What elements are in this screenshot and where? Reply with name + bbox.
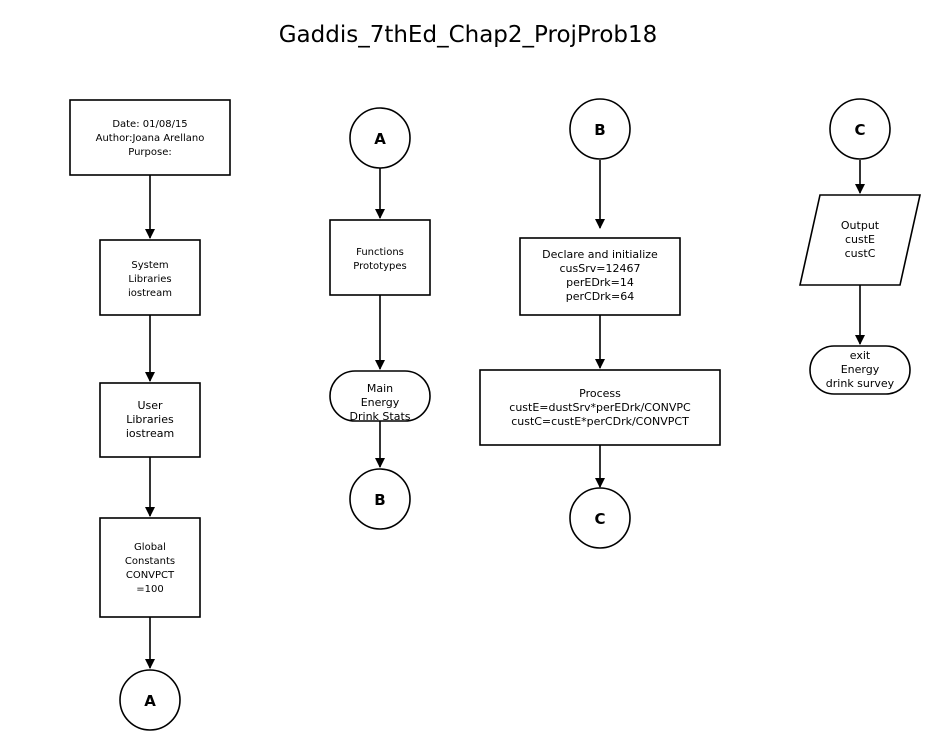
system-libraries-box: System Libraries iostream <box>99 239 201 316</box>
connector-c-out: C <box>569 487 631 549</box>
header-box-line: Purpose: <box>128 147 172 158</box>
header-box-line: Date: 01/08/15 <box>112 119 187 130</box>
connector-c-in-label: C <box>854 121 865 139</box>
connector-a-in: A <box>349 107 411 169</box>
output-parallelogram: Output custE custC <box>799 194 921 286</box>
user-libraries-line: User <box>137 399 163 412</box>
main-terminal-line: Energy <box>361 396 400 409</box>
function-prototypes-box: Functions Prototypes <box>329 219 431 296</box>
output-box-line: custE <box>845 233 875 246</box>
header-box-line: Author:Joana Arellano <box>96 133 205 144</box>
connector-c-out-label: C <box>594 510 605 528</box>
connector-a-in-label: A <box>374 130 386 148</box>
declare-box-line: perEDrk=14 <box>566 276 634 289</box>
system-libraries-line: System <box>131 260 168 271</box>
system-libraries-line: Libraries <box>128 274 171 285</box>
declare-box: Declare and initialize cusSrv=12467 perE… <box>519 237 681 316</box>
declare-box-line: cusSrv=12467 <box>560 262 641 275</box>
main-terminal: Main Energy Drink Stats <box>329 370 431 423</box>
connector-a-out: A <box>119 669 181 731</box>
output-box-line: custC <box>845 247 876 260</box>
edges <box>145 160 865 669</box>
exit-terminal: exit Energy drink survey <box>809 345 911 395</box>
global-constants-box: Global Constants CONVPCT =100 <box>99 517 201 618</box>
output-box-line: Output <box>841 219 880 232</box>
global-constants-line: =100 <box>136 584 163 595</box>
main-terminal-line: Main <box>367 382 393 395</box>
declare-box-line: perCDrk=64 <box>566 290 635 303</box>
declare-box-line: Declare and initialize <box>542 248 658 261</box>
user-libraries-line: Libraries <box>126 413 174 426</box>
main-terminal-line: Drink Stats <box>350 410 411 423</box>
connector-a-out-label: A <box>144 692 156 710</box>
function-prototypes-line: Functions <box>356 247 404 258</box>
connector-b-out: B <box>349 468 411 530</box>
process-box-line: custE=dustSrv*perEDrk/CONVPC <box>509 401 691 414</box>
global-constants-line: CONVPCT <box>126 570 175 581</box>
process-box-line: custC=custE*perCDrk/CONVPCT <box>511 415 689 428</box>
exit-terminal-line: drink survey <box>826 377 895 390</box>
header-box: Date: 01/08/15 Author:Joana Arellano Pur… <box>69 99 231 176</box>
global-constants-line: Global <box>134 542 166 553</box>
connector-c-in: C <box>829 98 891 160</box>
global-constants-line: Constants <box>125 556 175 567</box>
system-libraries-line: iostream <box>128 288 172 299</box>
diagram-title: Gaddis_7thEd_Chap2_ProjProb18 <box>278 22 658 48</box>
function-prototypes-line: Prototypes <box>353 261 406 272</box>
exit-terminal-line: Energy <box>841 363 880 376</box>
exit-terminal-line: exit <box>850 349 871 362</box>
connector-b-in-label: B <box>594 121 605 139</box>
connector-b-out-label: B <box>374 491 385 509</box>
user-libraries-line: iostream <box>126 427 174 440</box>
connector-b-in: B <box>569 98 631 160</box>
process-box: Process custE=dustSrv*perEDrk/CONVPC cus… <box>479 369 721 446</box>
process-box-line: Process <box>579 387 621 400</box>
user-libraries-box: User Libraries iostream <box>99 382 201 458</box>
